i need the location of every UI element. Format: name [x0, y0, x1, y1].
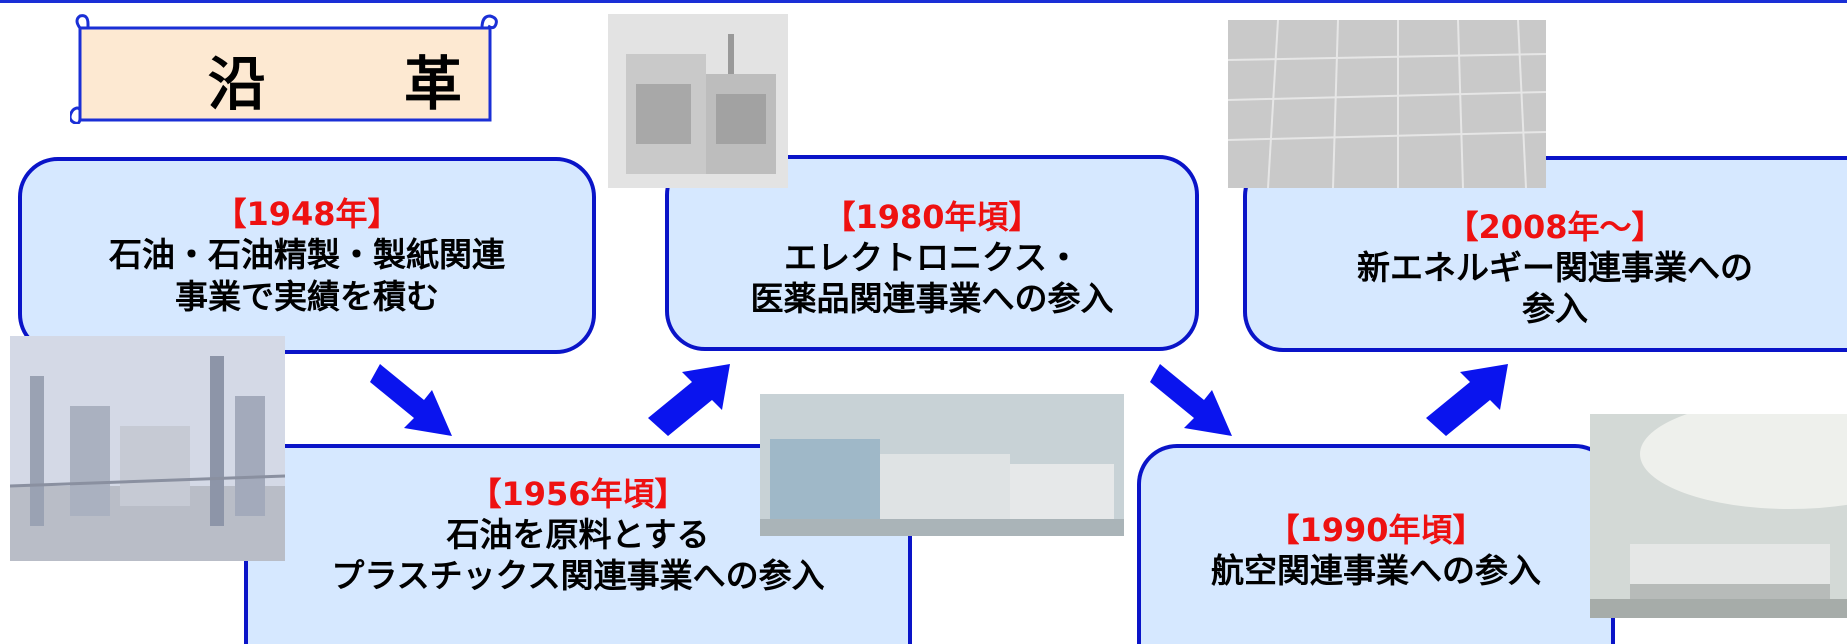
top-rule [0, 0, 1847, 3]
event-text-line: 新エネルギー関連事業への [1357, 247, 1753, 287]
event-box-1948: 【1948年】 石油・石油精製・製紙関連 事業で実績を積む [18, 157, 596, 354]
event-year: 【1980年頃】 [823, 197, 1041, 236]
arrow-up-right-icon [1426, 364, 1508, 436]
refinery-photo [10, 336, 285, 561]
event-year: 【1990年頃】 [1267, 511, 1485, 550]
event-box-1956: 【1956年頃】 石油を原料とする プラスチックス関連事業への参入 [244, 444, 912, 644]
arrow-down-right-icon [370, 364, 452, 436]
arrow-down-right-icon [1150, 364, 1232, 436]
event-text-line: エレクトロニクス・ [783, 237, 1080, 277]
page-title: 沿 革 [207, 50, 502, 118]
plastics-machine-photo [760, 394, 1124, 536]
event-text-line: 航空関連事業への参入 [1211, 551, 1541, 591]
aircraft-photo [1590, 414, 1847, 618]
event-text-line: 医薬品関連事業への参入 [750, 279, 1114, 318]
scroll-shape [70, 14, 498, 124]
event-text-line: 石油・石油精製・製紙関連 [109, 235, 505, 275]
event-text-line: 参入 [1522, 289, 1588, 328]
event-year: 【2008年～】 [1446, 207, 1664, 246]
event-year: 【1956年頃】 [469, 475, 687, 513]
electronics-machine-photo [608, 14, 788, 188]
event-text-line: プラスチックス関連事業への参入 [331, 556, 825, 596]
event-box-1980: 【1980年頃】 エレクトロニクス・ 医薬品関連事業への参入 [665, 155, 1199, 351]
arrow-up-right-icon [648, 364, 730, 436]
event-box-1990: 【1990年頃】 航空関連事業への参入 [1137, 444, 1615, 644]
event-text-line: 石油を原料とする [446, 515, 710, 554]
title-scroll-banner: 沿 革 [70, 14, 500, 124]
event-year: 【1948年】 [214, 195, 400, 234]
solar-panel-photo [1228, 20, 1546, 188]
event-text-line: 事業で実績を積む [175, 276, 439, 316]
